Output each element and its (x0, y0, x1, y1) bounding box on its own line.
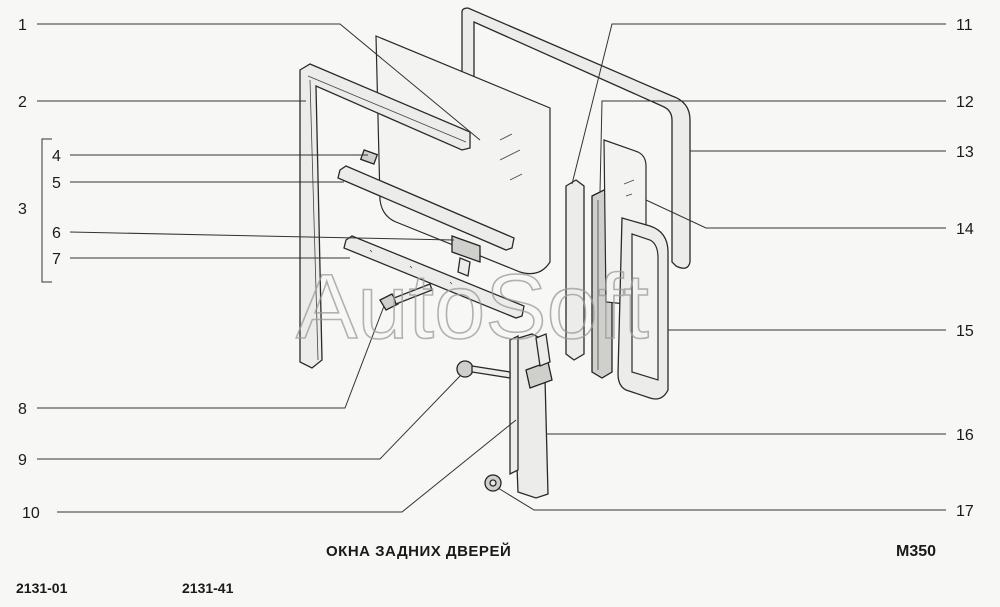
part-6-stud (457, 257, 471, 277)
part-8-bolt-shank (393, 283, 433, 305)
leader-8 (37, 305, 385, 409)
sheet-code: M350 (896, 543, 937, 560)
part-17-nut-hole (489, 479, 497, 487)
part-4-clip (359, 149, 379, 165)
part-14-highlight (623, 179, 635, 197)
part-6-lift-bracket (451, 235, 481, 263)
leader-1 (37, 23, 481, 141)
part-5-glass-channel (337, 165, 515, 251)
callout-2: 2 (18, 94, 27, 111)
part-13-outer-seal (461, 7, 691, 269)
callout-9: 9 (18, 452, 27, 469)
part-9-bolt-head (456, 360, 474, 378)
callout-3: 3 (18, 201, 27, 218)
leader-11 (571, 23, 946, 185)
callout-15: 15 (956, 323, 974, 340)
leader-lines (37, 23, 946, 513)
callout-17: 17 (956, 503, 974, 520)
callout-14: 14 (956, 221, 974, 238)
callout-8: 8 (18, 401, 27, 418)
callout-1: 1 (18, 17, 27, 34)
part-2-inner-lip (307, 75, 467, 361)
part-1-main-glass (375, 35, 551, 275)
callout-16: 16 (956, 427, 974, 444)
callout-6: 6 (52, 225, 61, 242)
part-9-shank (471, 365, 511, 379)
part-16-tab (535, 333, 551, 367)
model-code-2: 2131-41 (182, 580, 234, 596)
leader-12 (599, 100, 946, 193)
watermark-text: AutoSoft (296, 256, 649, 358)
part-15-inner (631, 233, 659, 381)
diagram-caption: ОКНА ЗАДНИХ ДВЕРЕЙ (326, 543, 512, 560)
part-7-lower-strip (343, 235, 525, 319)
callout-13: 13 (956, 144, 974, 161)
leader-17 (497, 487, 946, 511)
callout-5: 5 (52, 175, 61, 192)
leader-6 (69, 231, 455, 241)
callout-7: 7 (52, 251, 61, 268)
leader-14 (645, 199, 946, 229)
glass-1-highlight (499, 133, 523, 181)
part-11-vertical-seal (565, 179, 585, 361)
callout-10: 10 (22, 505, 40, 522)
callout-4: 4 (52, 148, 61, 165)
callout-numbers: 1 2 3 4 5 6 7 8 9 10 11 12 13 14 15 16 1… (18, 17, 974, 522)
leader-9 (37, 375, 461, 460)
model-code-1: 2131-01 (16, 580, 68, 596)
part-10-rail (509, 334, 519, 476)
part-7-holes (369, 249, 453, 285)
callout-11: 11 (956, 17, 973, 34)
callout-12: 12 (956, 94, 974, 111)
leader-10 (57, 419, 517, 513)
bracket-3 (41, 138, 52, 283)
